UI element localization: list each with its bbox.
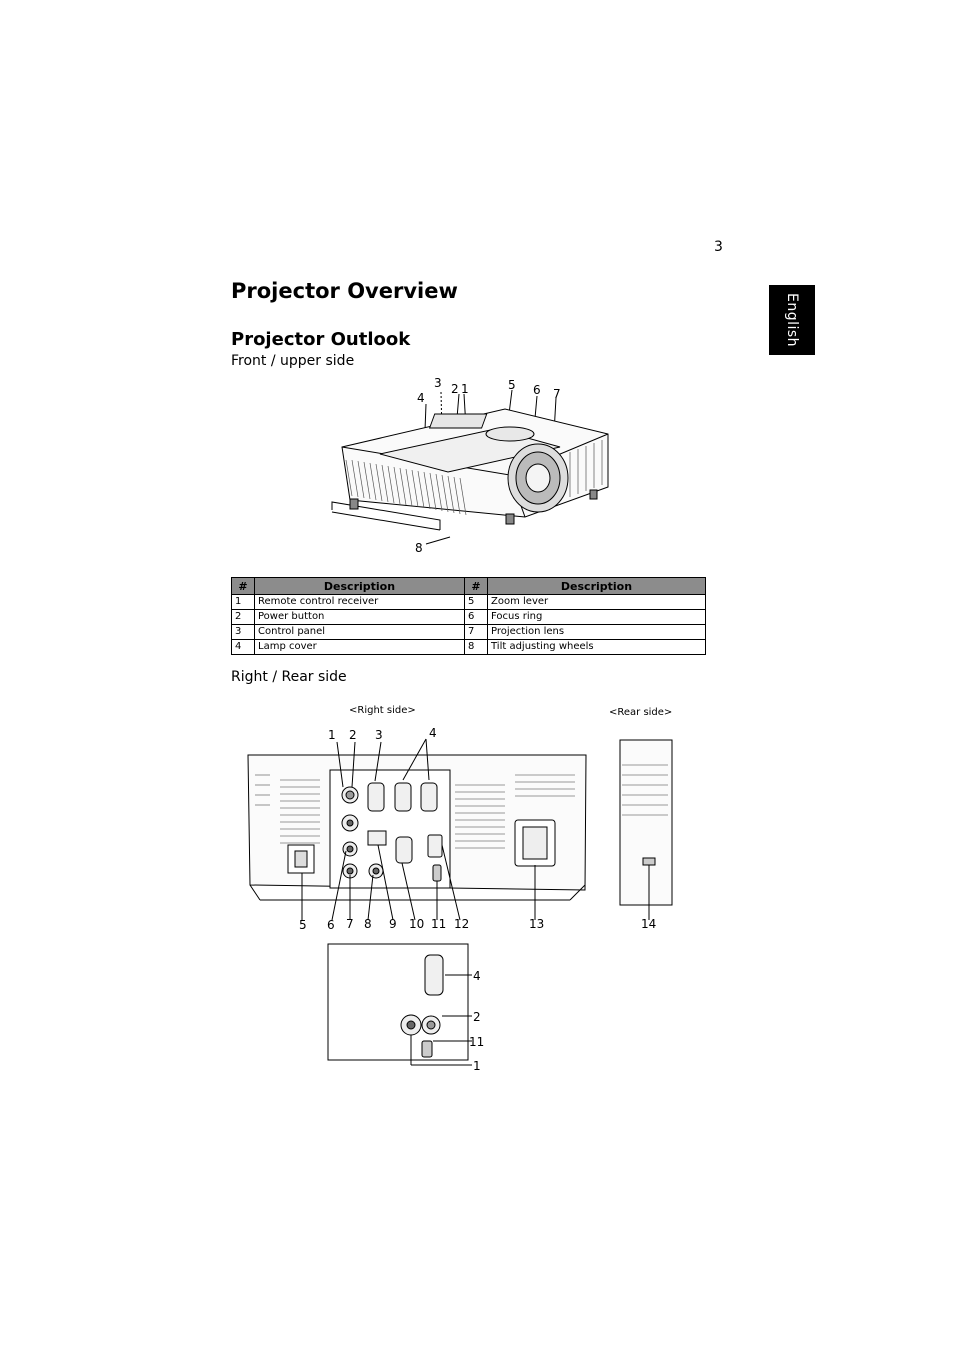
table-cell: 2 (231, 609, 255, 625)
front-callout-4: 4 (417, 391, 425, 405)
parts-table: # Description # Description 1 Remote con… (231, 577, 706, 655)
section-title: Projector Outlook (231, 329, 411, 350)
rear-callout-12: 12 (454, 917, 469, 931)
rear-side-label: <Rear side> (609, 707, 673, 718)
inset-callout-11: 11 (469, 1035, 484, 1049)
table-row: 3 Control panel 7 Projection lens (231, 624, 706, 640)
table-row: 4 Lamp cover 8 Tilt adjusting wheels (231, 639, 706, 655)
rear-callout-11: 11 (431, 917, 446, 931)
front-callout-1: 1 (461, 382, 469, 396)
rear-callout-7: 7 (346, 917, 354, 931)
inset-callout-2: 2 (473, 1010, 481, 1024)
table-cell: Tilt adjusting wheels (487, 639, 706, 655)
front-callout-3: 3 (434, 376, 442, 390)
table-cell: Power button (254, 609, 465, 625)
front-callout-2: 2 (451, 382, 459, 396)
language-tab: English (769, 285, 815, 355)
rear-callout-1: 1 (328, 728, 336, 742)
table-row: 1 Remote control receiver 5 Zoom lever (231, 594, 706, 610)
right-side-label: <Right side> (349, 705, 416, 716)
language-tab-label: English (784, 292, 800, 348)
page-title: Projector Overview (231, 279, 458, 303)
inset-callout-1: 1 (473, 1059, 481, 1073)
rear-callout-10: 10 (409, 917, 424, 931)
table-header: # (231, 577, 255, 595)
table-row: 2 Power button 6 Focus ring (231, 609, 706, 625)
table-cell: Lamp cover (254, 639, 465, 655)
table-cell: 3 (231, 624, 255, 640)
table-cell: 1 (231, 594, 255, 610)
table-cell: Projection lens (487, 624, 706, 640)
rear-callout-8: 8 (364, 917, 372, 931)
table-header-row: # Description # Description (231, 577, 706, 595)
front-projector-illustration: 3 2 1 4 5 6 7 8 (331, 376, 609, 555)
front-subtitle: Front / upper side (231, 353, 355, 369)
rear-subtitle: Right / Rear side (231, 669, 347, 685)
rear-callout-14: 14 (641, 917, 656, 931)
table-header: Description (254, 577, 465, 595)
front-callout-7: 7 (553, 387, 561, 401)
table-cell: 5 (464, 594, 488, 610)
front-callout-5: 5 (508, 378, 516, 392)
page-number: 3 (714, 239, 723, 255)
table-cell: Focus ring (487, 609, 706, 625)
table-cell: Remote control receiver (254, 594, 465, 610)
table-cell: Zoom lever (487, 594, 706, 610)
rear-callout-9: 9 (389, 917, 397, 931)
rear-callout-6: 6 (327, 918, 335, 932)
alternate-port-panel-inset: 4 2 11 1 (327, 943, 484, 1073)
table-cell: 4 (231, 639, 255, 655)
rear-callout-13: 13 (529, 917, 544, 931)
table-header: # (464, 577, 488, 595)
front-callout-8: 8 (415, 541, 423, 555)
table-header: Description (487, 577, 706, 595)
inset-callout-4: 4 (473, 969, 481, 983)
rear-callout-2: 2 (349, 728, 357, 742)
table-cell: 7 (464, 624, 488, 640)
front-callout-6: 6 (533, 383, 541, 397)
table-cell: 6 (464, 609, 488, 625)
rear-projector-illustration: 1 2 3 4 5 6 7 8 9 10 11 12 13 14 (247, 726, 673, 932)
rear-callout-5: 5 (299, 918, 307, 932)
rear-callout-4: 4 (429, 726, 437, 740)
table-cell: Control panel (254, 624, 465, 640)
rear-callout-3: 3 (375, 728, 383, 742)
table-cell: 8 (464, 639, 488, 655)
